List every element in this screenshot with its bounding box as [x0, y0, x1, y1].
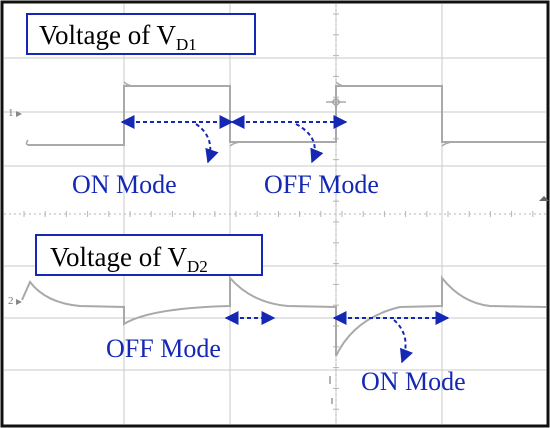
- title-vd2: Voltage of VD2: [50, 242, 208, 276]
- channel-2-marker: 2: [8, 295, 14, 307]
- vd2-off-mode-label: OFF Mode: [106, 334, 221, 363]
- vd1-off-mode-label: OFF Mode: [264, 170, 379, 199]
- vd2-on-curved-arrow: [393, 319, 414, 364]
- annotation-arrows: [120, 115, 450, 364]
- vd1-off-curved-arrow: [295, 123, 324, 164]
- channel-1-marker: 1: [8, 107, 14, 119]
- vd2-waveform: [21, 275, 547, 404]
- title-vd1-subscript: D1: [176, 35, 197, 54]
- title-vd2-box: Voltage of VD2: [35, 234, 263, 276]
- vd1-on-mode-label: ON Mode: [72, 170, 177, 199]
- trigger-marker-right: [539, 196, 549, 201]
- channel-1-arrow: [16, 111, 22, 117]
- title-vd1-box: Voltage of VD1: [26, 13, 256, 55]
- vd1-trace-ringing: [25, 81, 455, 147]
- scope-crosshair: [326, 96, 346, 108]
- title-vd2-subscript: D2: [187, 257, 208, 276]
- vd1-on-curved-arrow: [195, 123, 219, 164]
- vd2-trace: [21, 275, 547, 357]
- vd2-on-mode-label: ON Mode: [361, 367, 466, 396]
- title-vd1-text: Voltage of V: [39, 20, 176, 50]
- title-vd2-text: Voltage of V: [50, 242, 187, 272]
- title-vd1: Voltage of VD1: [39, 20, 197, 54]
- vd2-spike-marks: [329, 376, 333, 404]
- channel-2-arrow: [16, 299, 22, 305]
